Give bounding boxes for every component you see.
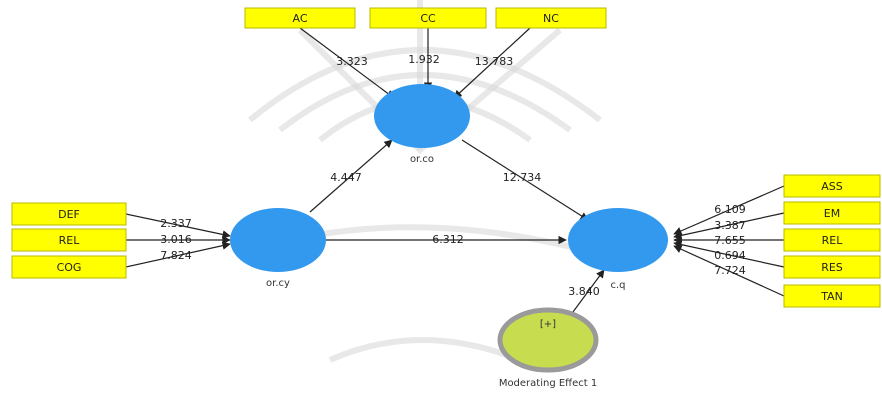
indicator-rel2[interactable]: REL <box>783 228 881 252</box>
latent-orco[interactable]: or.co <box>374 84 470 165</box>
indicator-em[interactable]: EM <box>783 201 881 225</box>
indicator-def[interactable]: DEF <box>11 202 127 226</box>
coef-orco-cq: 12.734 <box>503 171 542 184</box>
svg-text:TAN: TAN <box>820 290 843 303</box>
path-nc-orco <box>453 27 531 99</box>
indicator-ac[interactable]: AC <box>244 7 356 29</box>
svg-text:c.q: c.q <box>610 280 625 291</box>
indicator-cc[interactable]: CC <box>369 7 487 29</box>
latent-cq[interactable]: c.q <box>568 208 668 291</box>
coef-mod-cq: 3.840 <box>568 285 600 298</box>
path-orcy-orco <box>309 139 393 213</box>
path-cog-orcy <box>125 241 231 268</box>
path-orco-cq <box>461 139 589 221</box>
coef-rel: 3.016 <box>160 233 192 246</box>
svg-text:or.co: or.co <box>410 154 434 165</box>
svg-text:AC: AC <box>292 12 307 25</box>
coef-tan: 7.724 <box>714 264 746 277</box>
indicator-tan[interactable]: TAN <box>783 284 881 308</box>
path-mod-cq <box>569 269 605 317</box>
coef-def: 2.337 <box>160 217 192 230</box>
svg-text:DEF: DEF <box>58 208 80 221</box>
svg-text:[+]: [+] <box>540 319 556 330</box>
svg-text:or.cy: or.cy <box>266 278 290 289</box>
coef-ass: 6.109 <box>714 203 746 216</box>
svg-text:NC: NC <box>543 12 559 25</box>
coef-nc: 13.783 <box>475 55 514 68</box>
indicator-cog[interactable]: COG <box>11 255 127 279</box>
svg-text:ASS: ASS <box>821 180 843 193</box>
path-ass-cq <box>673 185 785 235</box>
coef-res: 0.694 <box>714 249 746 262</box>
svg-text:COG: COG <box>57 261 82 274</box>
svg-text:REL: REL <box>822 234 844 247</box>
indicator-rel[interactable]: REL <box>11 228 127 252</box>
indicator-nc[interactable]: NC <box>495 7 607 29</box>
coef-ac: 3.323 <box>336 55 368 68</box>
coef-orcy-cq: 6.312 <box>432 233 464 246</box>
moderating-effect[interactable]: [+] Moderating Effect 1 <box>497 307 599 389</box>
svg-text:RES: RES <box>821 261 843 274</box>
path-res-cq <box>673 240 785 268</box>
coef-em: 3.387 <box>714 219 746 232</box>
path-def-orcy <box>125 213 231 239</box>
indicator-res[interactable]: RES <box>783 255 881 279</box>
coef-cog: 7.824 <box>160 249 192 262</box>
svg-text:EM: EM <box>824 207 840 220</box>
path-ac-orco <box>299 27 395 99</box>
path-tan-cq <box>673 245 785 297</box>
indicator-ass[interactable]: ASS <box>783 174 881 198</box>
coef-rel2: 7.655 <box>714 234 746 247</box>
svg-text:Moderating Effect 1: Moderating Effect 1 <box>499 378 597 389</box>
path-em-cq <box>673 212 785 240</box>
coef-orcy-orco: 4.447 <box>330 171 362 184</box>
latent-orcy[interactable]: or.cy <box>230 208 326 289</box>
svg-text:REL: REL <box>59 234 81 247</box>
svg-text:CC: CC <box>420 12 436 25</box>
coef-cc: 1.932 <box>408 53 440 66</box>
